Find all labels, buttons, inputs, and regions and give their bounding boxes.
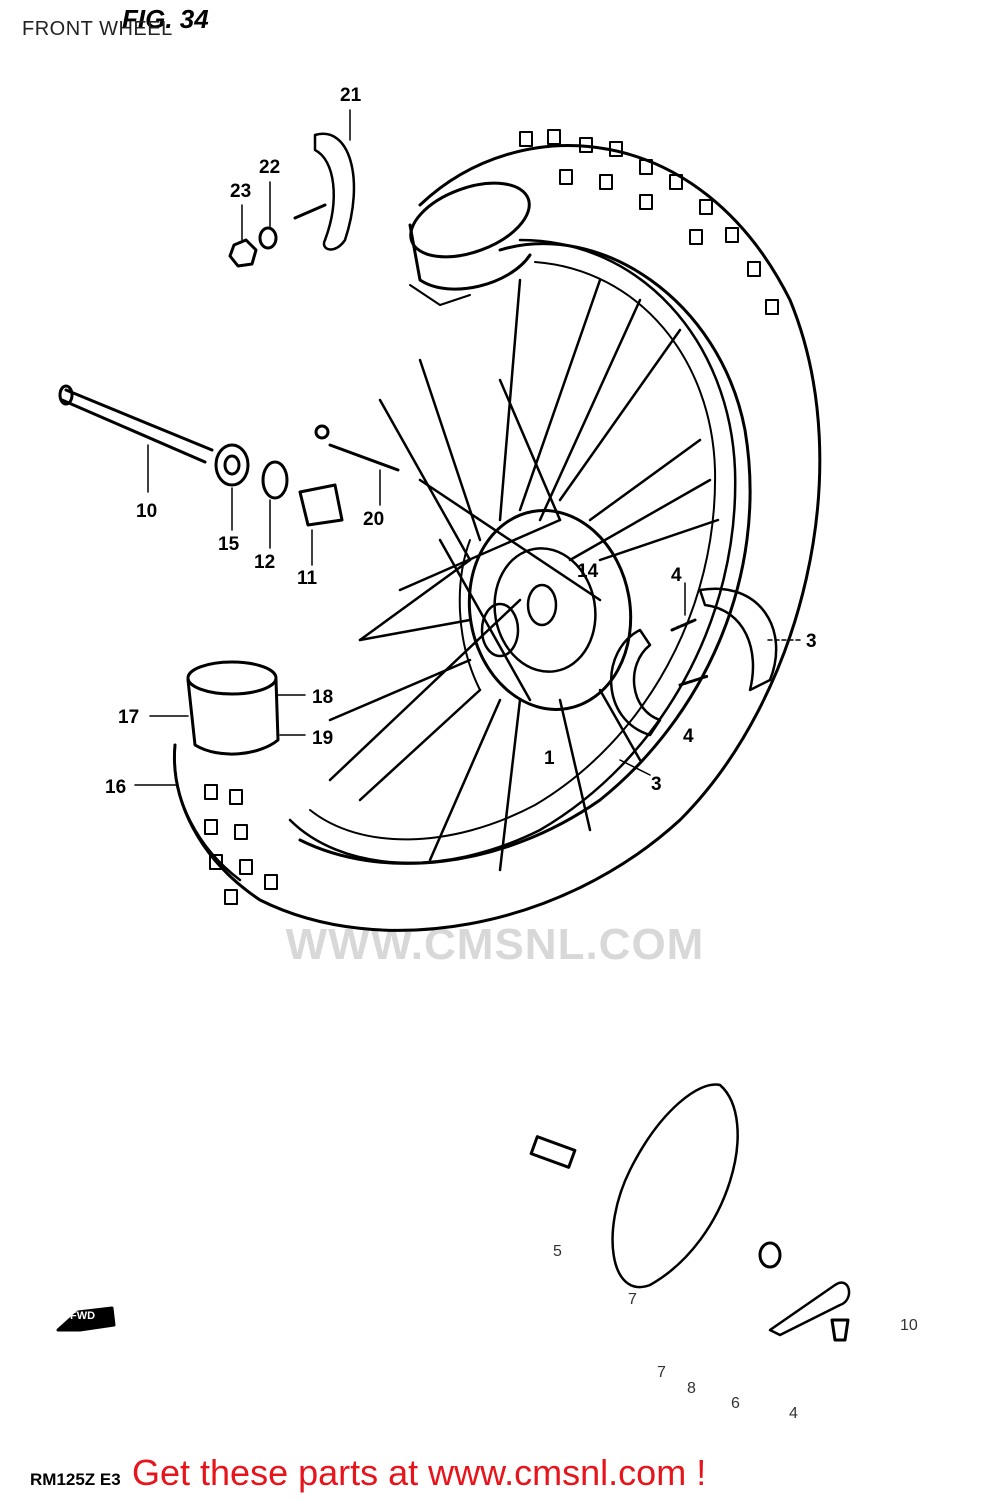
arm-bolt: [830, 1318, 850, 1342]
callout-20: 20: [363, 509, 385, 530]
callout-4b: 4: [683, 726, 694, 747]
tire-inner-edge: [298, 242, 752, 865]
brake-arm: [768, 1281, 851, 1337]
cam-fitting: [529, 1135, 577, 1169]
callout-1: 1: [544, 748, 555, 769]
callout-8: 8: [687, 1380, 696, 1397]
callout-5: 5: [553, 1243, 562, 1260]
brake-panel: [611, 1083, 739, 1289]
fwd-arrow-icon: [56, 1306, 116, 1332]
rim-lock: [313, 132, 356, 251]
brake-spring-b: [678, 674, 710, 687]
brake-shoe-upper: [698, 587, 778, 692]
callout-7b: 7: [657, 1364, 666, 1381]
callout-22: 22: [259, 157, 281, 178]
callout-10: 10: [900, 1317, 918, 1334]
callout-18: 18: [312, 687, 334, 708]
callout-6: 6: [731, 1395, 740, 1412]
callout-15: 15: [218, 534, 240, 555]
rim-inner: [309, 261, 717, 841]
tire-section-top: [409, 181, 531, 259]
hub-bore: [526, 583, 558, 627]
hub-flange: [467, 509, 633, 711]
tread-knobs: [204, 129, 779, 905]
tire-outline: [172, 144, 822, 932]
model-code: RM125Z E3: [30, 1470, 121, 1489]
tire-section-left: [186, 660, 278, 696]
callout-12: 11: [297, 568, 318, 589]
diagram-title: FRONT WHEEL: [22, 18, 173, 40]
callout-7a: 7: [628, 1291, 637, 1308]
spacer-washer: [261, 460, 289, 500]
promo-link[interactable]: Get these parts at www.cmsnl.com !: [132, 1452, 707, 1493]
hub-body: [493, 547, 597, 673]
oil-seal: [214, 443, 250, 487]
valve-cap: [314, 424, 330, 440]
callout-17: 17: [118, 707, 140, 728]
brake-shoe-lower: [609, 628, 662, 737]
figure-number: FIG. 34: [122, 4, 209, 34]
spokes: [328, 278, 720, 872]
callout-19: 19: [312, 728, 334, 749]
nut: [228, 238, 258, 268]
rim-outline: [288, 238, 737, 865]
callout-3b: 3: [651, 774, 662, 795]
callout-11: 10: [136, 501, 158, 522]
callout-3a: 3: [806, 631, 817, 652]
callout-4c: 4: [789, 1405, 798, 1422]
spacer: [298, 483, 344, 527]
callout-14: 14: [577, 561, 599, 582]
callout-16: 16: [105, 777, 127, 798]
axle: [60, 388, 214, 464]
fwd-arrow-label: FWD: [70, 1310, 96, 1322]
callout-23: 23: [230, 181, 252, 202]
washer: [258, 226, 278, 250]
callout-21: 21: [340, 85, 362, 106]
callout-13: 12: [254, 552, 276, 573]
leader-lines: [134, 109, 801, 786]
brake-spring-a: [670, 618, 697, 632]
callout-4a: 4: [671, 565, 682, 586]
